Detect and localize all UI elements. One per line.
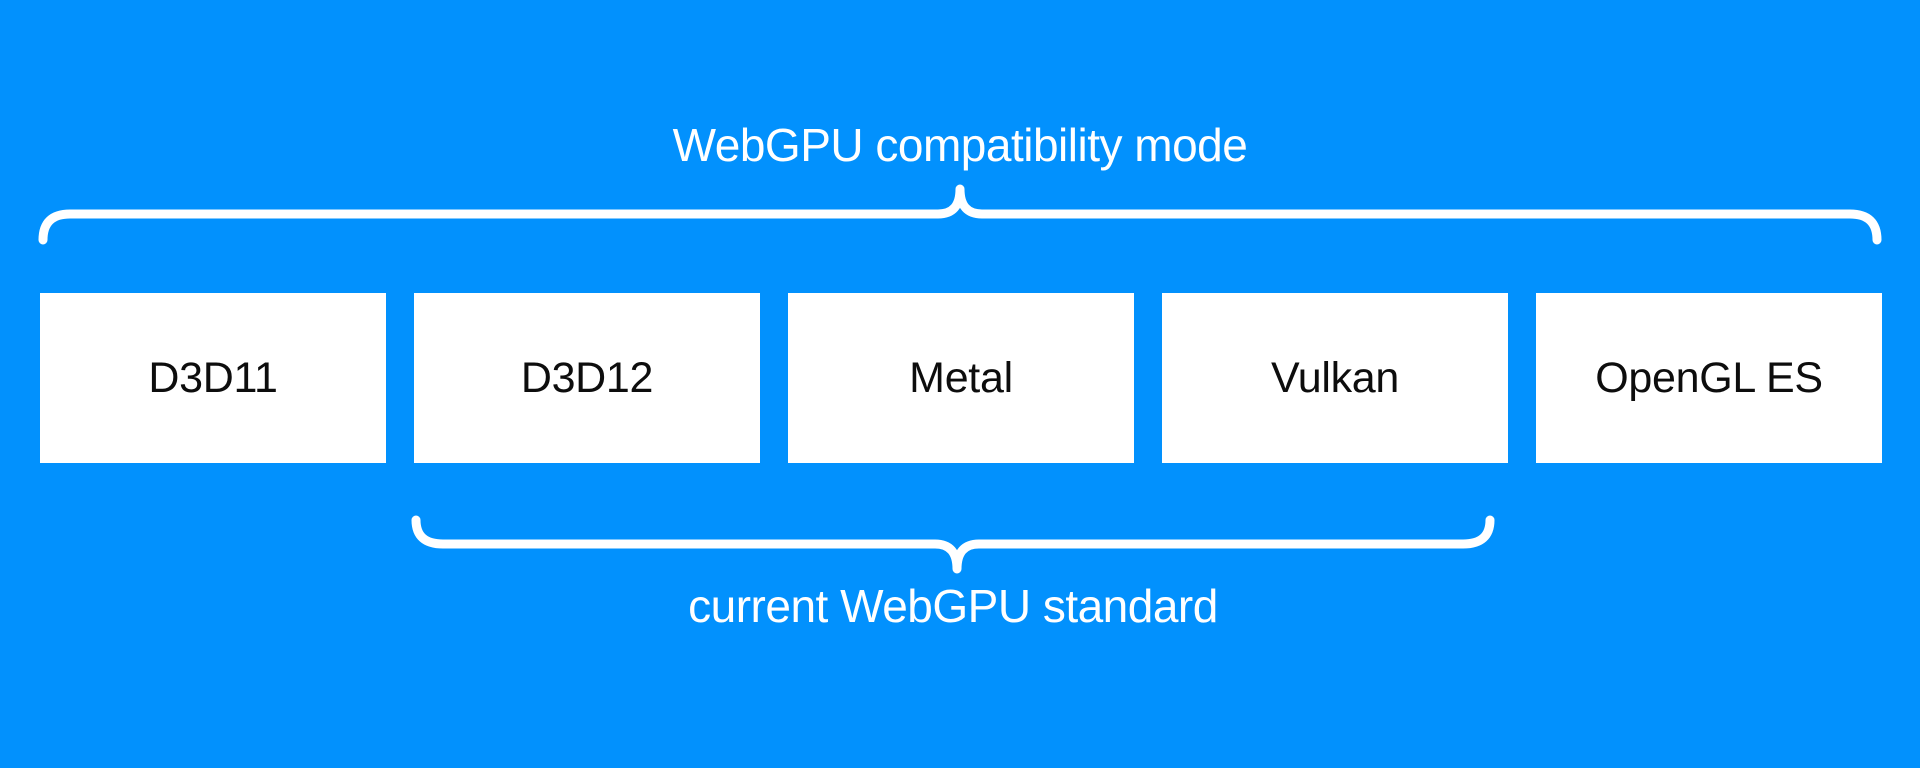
api-box-label: D3D11 bbox=[148, 353, 278, 402]
api-box-label: Vulkan bbox=[1270, 353, 1400, 402]
api-box-opengl-es: OpenGL ES bbox=[1536, 293, 1882, 463]
bottom-curly-brace bbox=[411, 515, 1495, 574]
api-box-label: D3D12 bbox=[520, 353, 654, 402]
api-box-metal: Metal bbox=[788, 293, 1134, 463]
api-boxes-row: D3D11 D3D12 Metal Vulkan OpenGL ES bbox=[40, 293, 1882, 463]
bottom-brace-label: current WebGPU standard bbox=[688, 580, 1218, 632]
api-box-label: Metal bbox=[909, 353, 1013, 402]
api-box-d3d11: D3D11 bbox=[40, 293, 386, 463]
api-box-d3d12: D3D12 bbox=[414, 293, 760, 463]
top-curly-brace bbox=[38, 184, 1882, 245]
api-box-vulkan: Vulkan bbox=[1162, 293, 1508, 463]
api-box-label: OpenGL ES bbox=[1595, 353, 1823, 402]
top-brace-label: WebGPU compatibility mode bbox=[672, 119, 1248, 171]
